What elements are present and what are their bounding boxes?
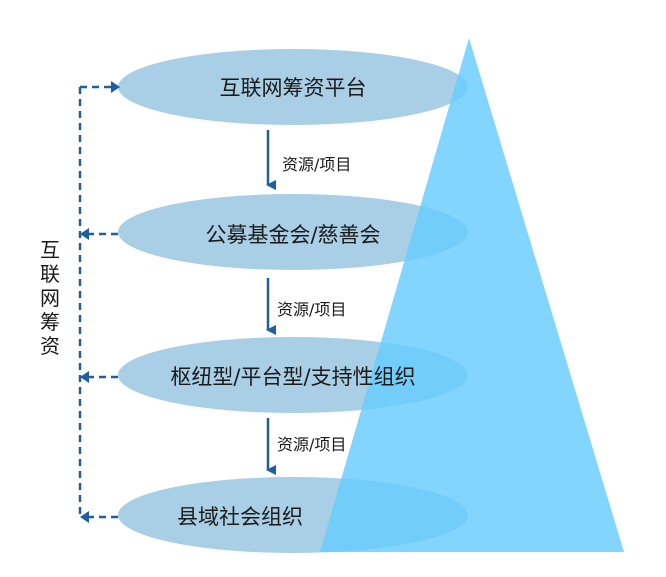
node-ellipse-internet-platform	[118, 49, 468, 125]
edge-label-1: 资源/项目	[282, 155, 352, 174]
side-label-char: 网	[40, 286, 60, 310]
node-ellipse-foundation	[118, 194, 468, 270]
edge-label-3: 资源/项目	[277, 435, 347, 454]
feedback-arrowhead-3	[80, 371, 89, 383]
node-label-hub-org: 枢纽型/平台型/支持性组织	[170, 365, 416, 389]
feedback-arrowhead-2	[80, 228, 89, 240]
side-label-char: 资	[40, 334, 60, 358]
feedback-arrowhead-1	[111, 81, 120, 93]
side-label-char: 筹	[40, 310, 60, 334]
hierarchy-triangle	[320, 38, 624, 552]
feedback-arrowhead-4	[80, 511, 89, 523]
side-label-char: 互	[40, 238, 60, 262]
node-label-county-org: 县域社会组织	[177, 505, 303, 529]
side-label-internet-funding: 互 联 网 筹 资	[35, 238, 65, 358]
side-label-char: 联	[40, 262, 60, 286]
node-label-internet-platform: 互联网筹资平台	[219, 76, 367, 100]
node-label-foundation: 公募基金会/慈善会	[205, 223, 381, 247]
edge-label-2: 资源/项目	[277, 300, 347, 319]
